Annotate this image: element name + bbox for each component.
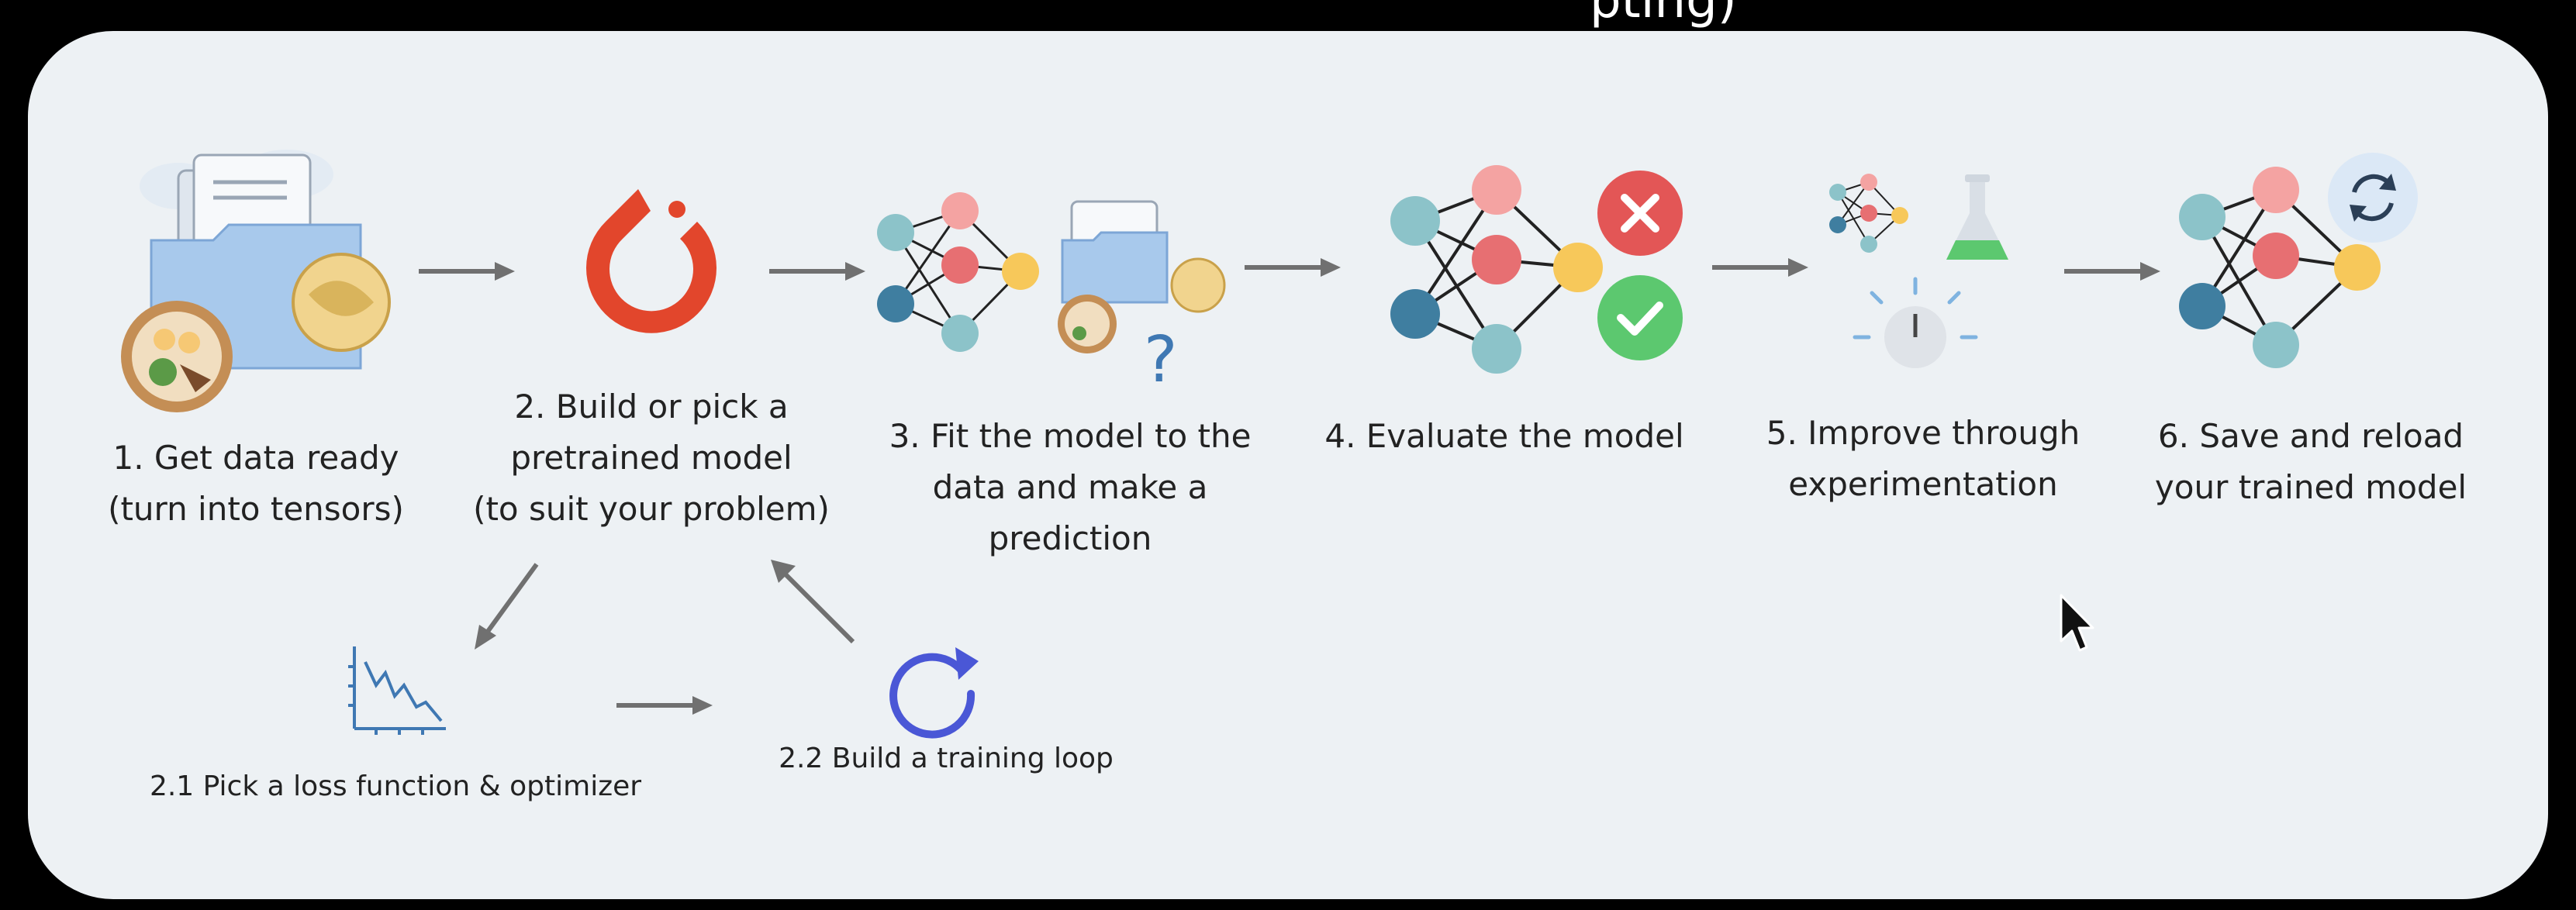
- neural-network-reload-icon: [2179, 153, 2418, 368]
- loss-chart-icon: [348, 646, 446, 735]
- substep-2.1-label: 2.1 Pick a loss function & optimizer: [149, 770, 642, 802]
- step-3-label: 3. Fit the model to the data and make a …: [889, 417, 1252, 557]
- arrow-5-to-6: [2064, 262, 2160, 281]
- arrow-2-to-2.1: [475, 563, 539, 650]
- arrow-2.1-to-2.2: [616, 696, 713, 715]
- arrow-1-to-2: [419, 262, 515, 281]
- refresh-loop-icon: [889, 647, 979, 739]
- experiment-icon: [1829, 174, 2008, 368]
- data-folder-icon: [121, 150, 391, 412]
- top-bar: pting): [0, 0, 2576, 31]
- step-6-label: 6. Save and reload your trained model: [2154, 417, 2467, 506]
- step-2-label: 2. Build or pick a pretrained model (to …: [473, 388, 830, 528]
- pytorch-logo-icon: [586, 189, 717, 333]
- arrow-3-to-4: [1245, 258, 1341, 277]
- workflow-panel: [28, 31, 2548, 899]
- substep-2.2-label: 2.2 Build a training loop: [779, 743, 1114, 774]
- step-1-label: 1. Get data ready (turn into tensors): [108, 439, 404, 528]
- arrow-2.2-to-2: [771, 560, 855, 644]
- svg-text:?: ?: [1144, 323, 1178, 397]
- title-fragment: pting): [1590, 0, 1737, 29]
- arrow-4-to-5: [1712, 258, 1808, 277]
- step-4-label: 4. Evaluate the model: [1324, 417, 1684, 455]
- neural-network-evaluate-icon: [1390, 165, 1683, 374]
- mouse-cursor-icon: [2060, 594, 2094, 652]
- arrow-2-to-3: [769, 262, 865, 281]
- neural-network-question-icon: ?: [877, 192, 1226, 397]
- step-5-label: 5. Improve through experimentation: [1766, 414, 2080, 503]
